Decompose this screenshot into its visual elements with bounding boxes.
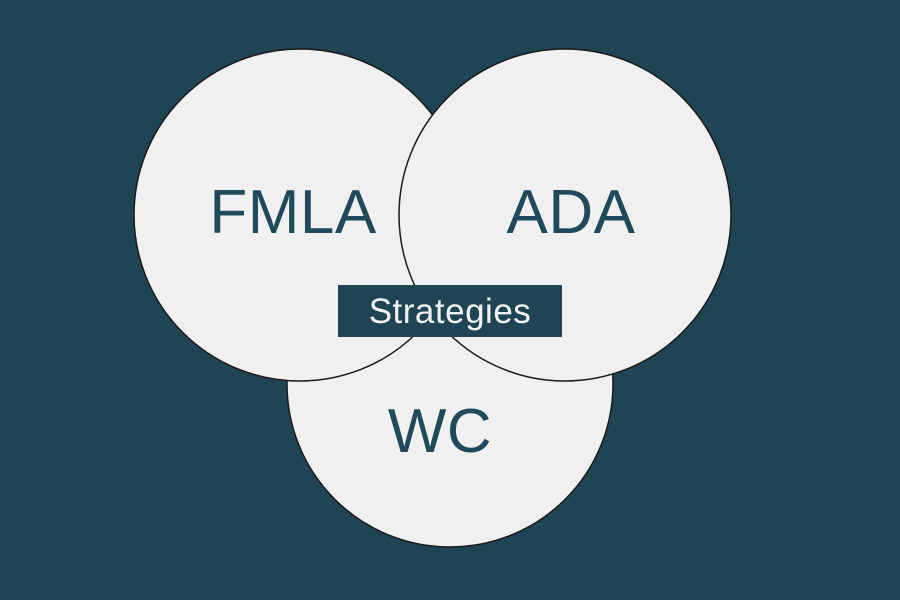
circle-label-fmla: FMLA [209,178,377,247]
strategies-label: Strategies [368,291,532,331]
circle-label-ada: ADA [506,178,636,247]
circle-label-wc: WC [387,397,493,466]
strategies-label-box: Strategies [338,285,562,337]
